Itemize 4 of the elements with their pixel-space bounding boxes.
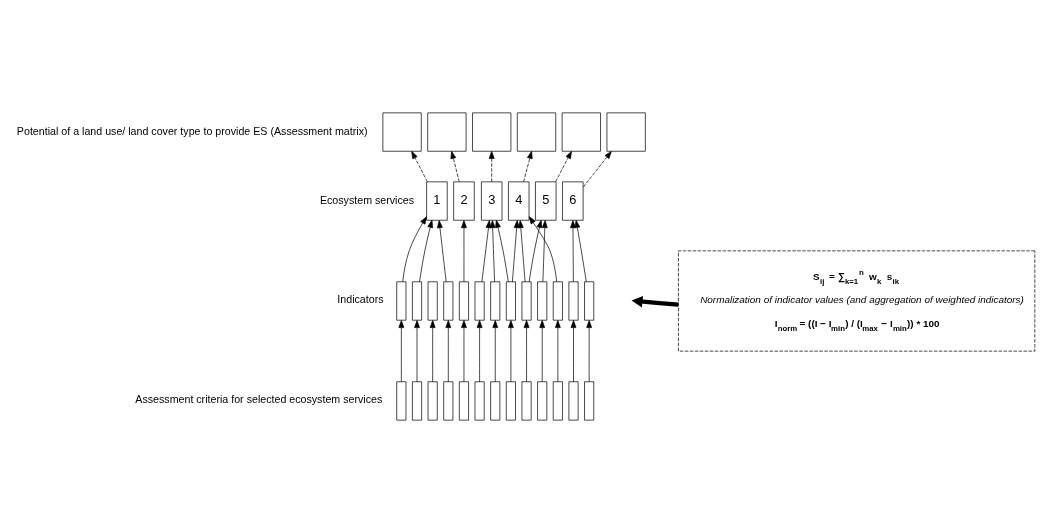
label: Assessment criteria for selected ecosystem services [135, 392, 383, 405]
label: Indicators [337, 292, 384, 305]
label: Ecosystem services [319, 193, 415, 206]
label: Potential of a land use/ land cover type to provide ES (Assessment matrix) [16, 124, 368, 137]
